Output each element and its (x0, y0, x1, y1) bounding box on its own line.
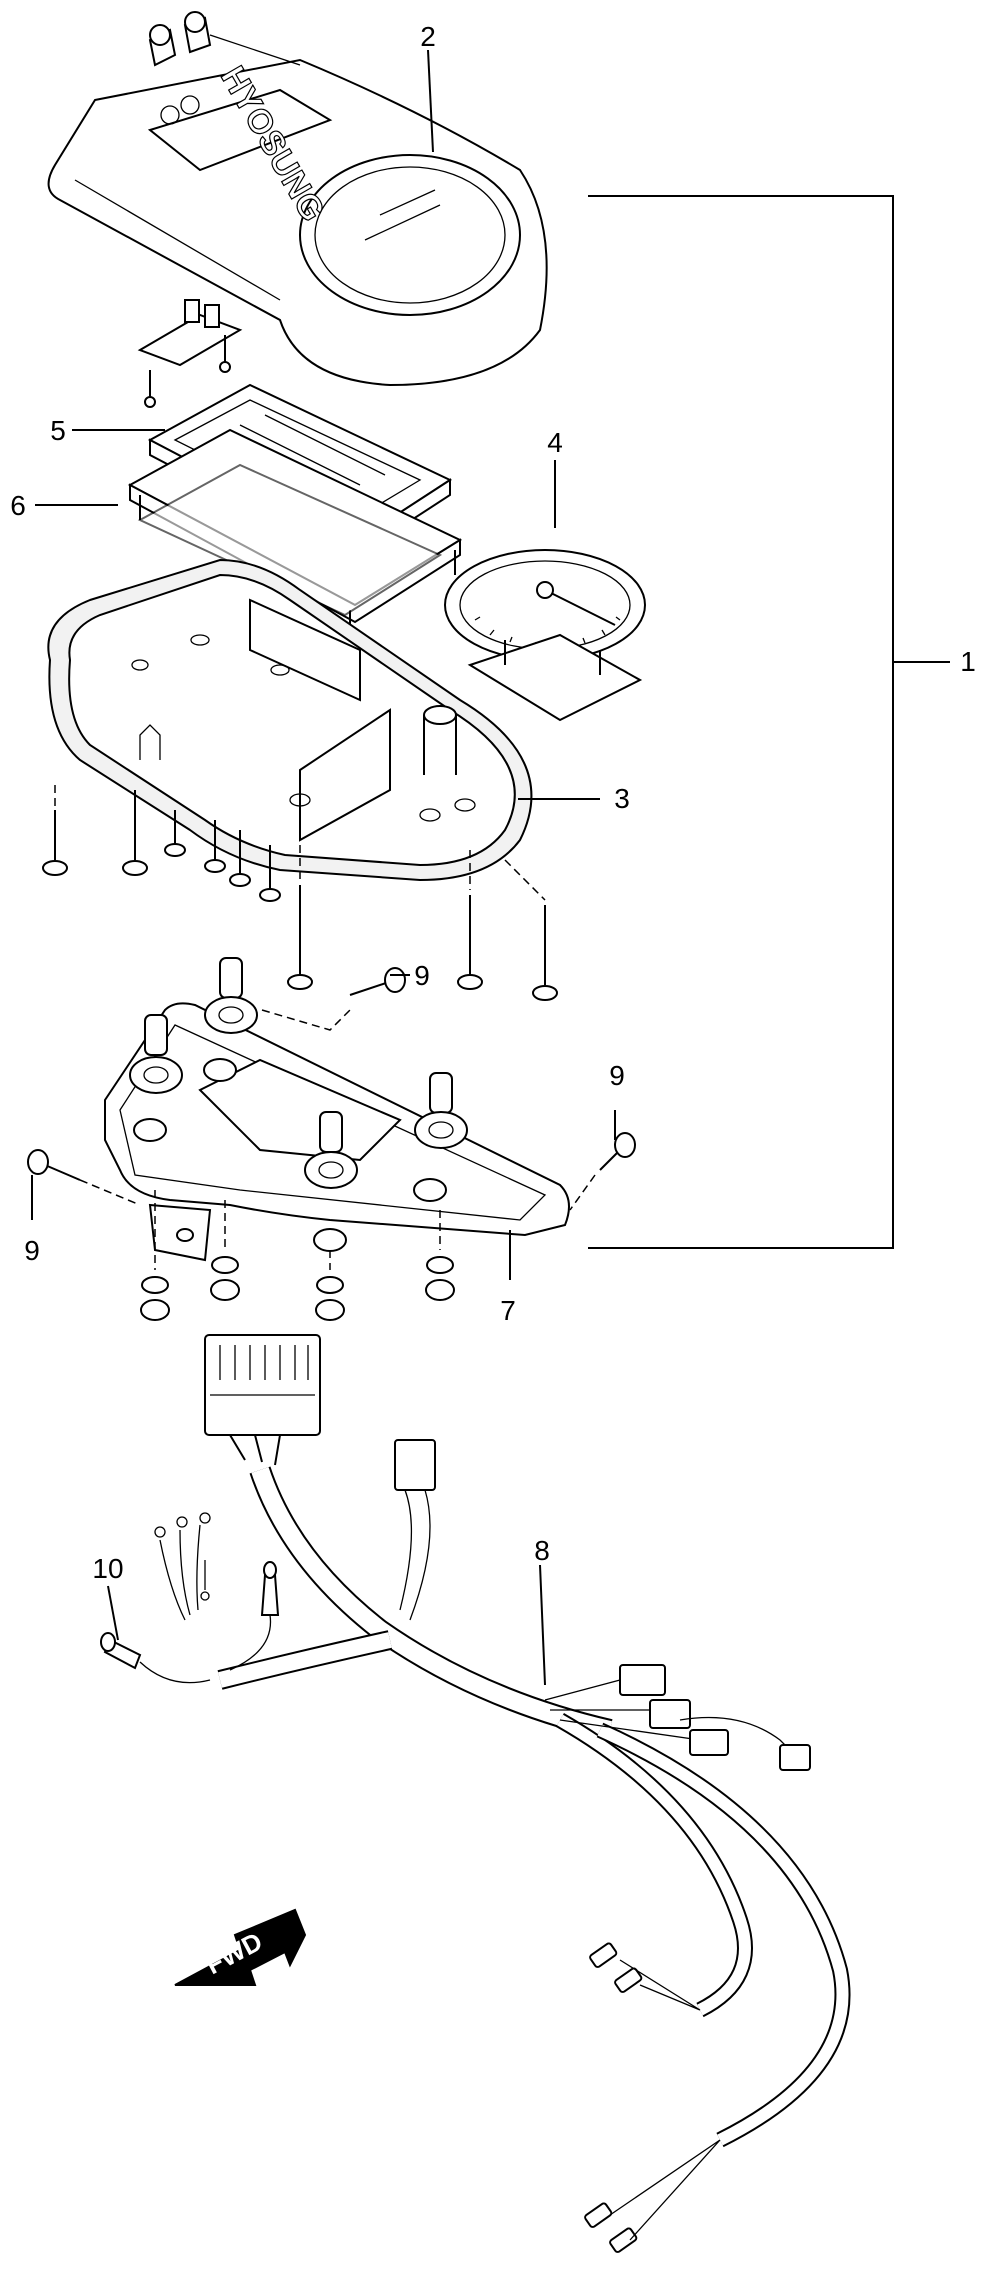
wiring-harness (100, 1334, 851, 2253)
part-label-6: 6 (10, 490, 26, 521)
circuit-board (127, 428, 463, 640)
part-label-4: 4 (547, 427, 563, 458)
part-label-3: 3 (614, 783, 630, 814)
case-screws (42, 785, 558, 1001)
part-label-10: 10 (92, 1553, 123, 1584)
leader-lines (31, 49, 950, 1686)
part-label-2: 2 (420, 21, 436, 52)
meter-case (47, 558, 533, 882)
part-label-5: 5 (50, 415, 66, 446)
part-label-9-right: 9 (609, 1060, 625, 1091)
part-label-1: 1 (960, 646, 976, 677)
part-label-7: 7 (500, 1295, 516, 1326)
washers-nuts (140, 1190, 455, 1321)
forward-direction-arrow: FWD (174, 1908, 307, 1986)
part-label-9-top: 9 (414, 960, 430, 991)
part-label-8: 8 (534, 1535, 550, 1566)
bulb-bracket (137, 299, 243, 408)
meter-cover: HYOSUNG (47, 11, 548, 387)
part-label-9-left: 9 (24, 1235, 40, 1266)
tachometer-gauge (444, 549, 646, 722)
grommets (129, 957, 468, 1189)
